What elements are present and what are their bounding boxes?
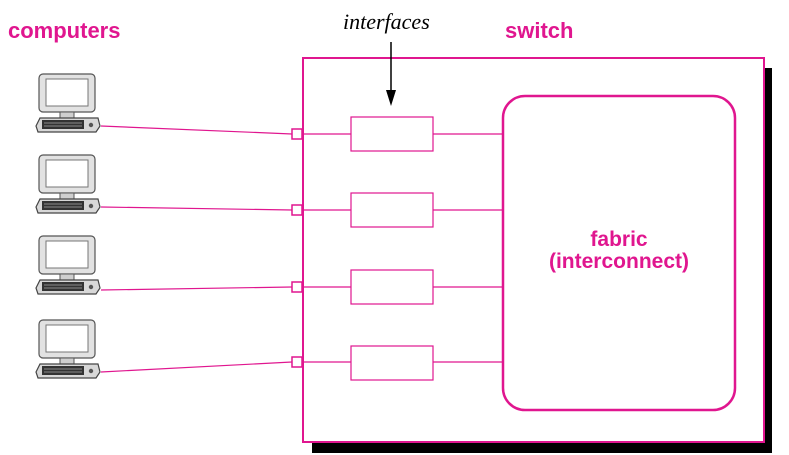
computer-icon — [35, 319, 101, 379]
switch-label: switch — [505, 18, 574, 43]
port-square — [291, 204, 303, 216]
port-square — [291, 356, 303, 368]
computer-link-line — [100, 286, 293, 291]
computer-link-line — [100, 206, 293, 211]
interface-box — [350, 192, 434, 228]
port-square — [291, 128, 303, 140]
computer-link-line — [100, 125, 293, 135]
interfaces-label: interfaces — [343, 9, 430, 34]
interface-box — [350, 116, 434, 152]
fabric-label-line1: fabric — [590, 228, 648, 251]
interface-box — [350, 269, 434, 305]
computers-label: computers — [8, 18, 121, 43]
fabric-box — [501, 94, 737, 412]
computer-icon — [35, 73, 101, 133]
interfaces-arrow-head — [386, 90, 396, 106]
computer-link-line — [100, 361, 293, 373]
interface-box — [350, 345, 434, 381]
fabric-label: fabric (interconnect) — [519, 229, 719, 273]
computer-icon — [35, 154, 101, 214]
port-square — [291, 281, 303, 293]
fabric-label-line2: (interconnect) — [548, 250, 689, 273]
computer-icon — [35, 235, 101, 295]
